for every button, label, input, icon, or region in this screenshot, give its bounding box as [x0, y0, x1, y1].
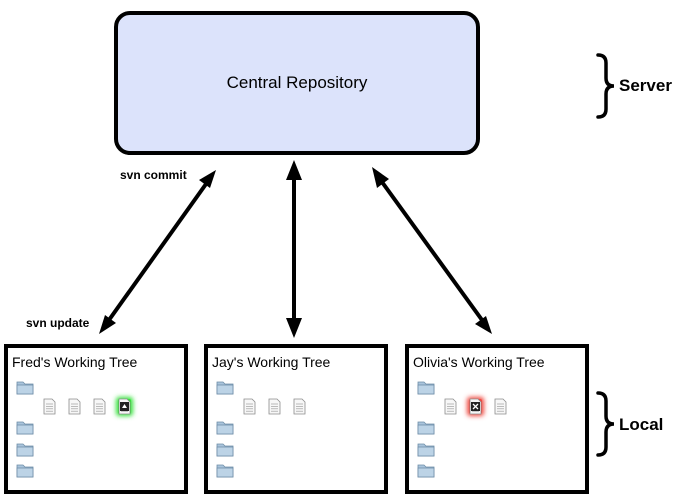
added-file-icon [116, 397, 133, 416]
folder-icon-tree0-2 [16, 443, 34, 457]
folder-icon-tree2-2 [417, 443, 435, 457]
folder-icon-tree0-1 [16, 421, 34, 435]
folder-icon-tree0-0 [16, 381, 34, 395]
folder-icon-tree2-3 [417, 464, 435, 478]
jay-tree-title: Jay's Working Tree [212, 354, 331, 370]
server-label: Server [619, 76, 672, 95]
document-icon [93, 398, 106, 415]
document-icon [268, 398, 281, 415]
olivia-working-tree-box [405, 344, 589, 494]
jay-sync-arrow [286, 160, 302, 338]
folder-icon-tree1-1 [216, 421, 234, 435]
folder-icon-tree2-1 [417, 421, 435, 435]
central-repository-box [114, 11, 480, 155]
document-icon [43, 398, 56, 415]
document-icon [494, 398, 507, 415]
local-brace-icon [596, 391, 615, 457]
document-icon [68, 398, 81, 415]
conflicted-file-icon [467, 397, 484, 416]
document-icon [243, 398, 256, 415]
folder-icon-tree1-0 [216, 381, 234, 395]
document-icon [444, 398, 457, 415]
folder-icon-tree1-3 [216, 464, 234, 478]
folder-icon-tree0-3 [16, 464, 34, 478]
folder-icon-tree1-2 [216, 443, 234, 457]
folder-icon-tree2-0 [417, 381, 435, 395]
olivia-tree-title: Olivia's Working Tree [413, 354, 545, 370]
fred-working-tree-box [4, 344, 188, 494]
fred-sync-arrow [99, 170, 216, 334]
fred-tree-title: Fred's Working Tree [12, 354, 138, 370]
svn-update-label: svn update [26, 316, 90, 330]
olivia-sync-arrow [372, 167, 492, 334]
local-label: Local [619, 415, 664, 434]
svn-commit-label: svn commit [120, 168, 187, 182]
jay-working-tree-box [204, 344, 388, 494]
repository-label: Central Repository [226, 73, 368, 92]
server-brace-icon [596, 53, 615, 119]
tree-icons [16, 381, 507, 478]
document-icon [293, 398, 306, 415]
